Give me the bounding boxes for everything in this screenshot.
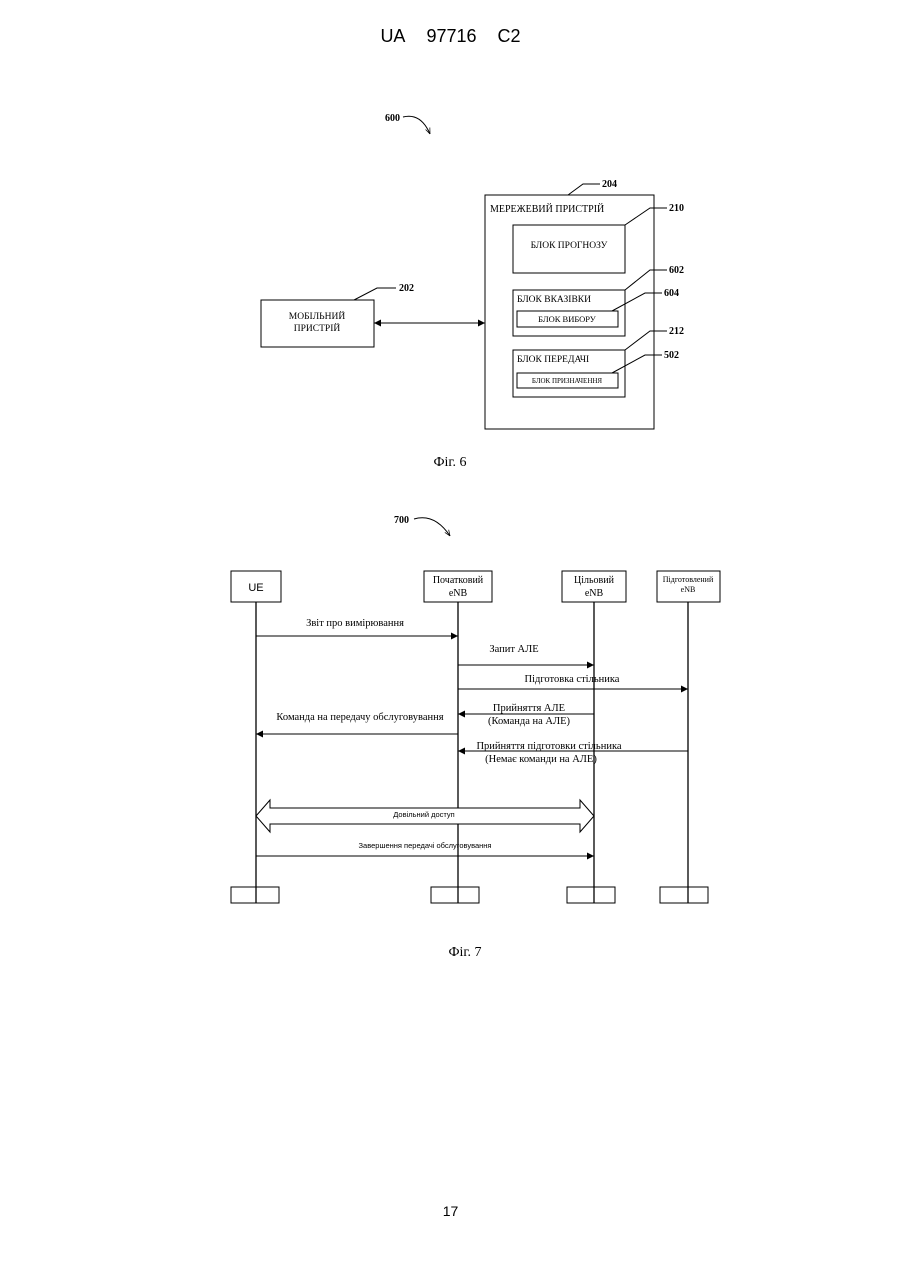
target-enb-label-line1: Цільовий <box>574 575 615 586</box>
ho-request-label: Запит АЛЕ <box>489 644 538 655</box>
ho-ack-label-line1: Прийняття АЛЕ <box>493 703 565 714</box>
mobile-device-ref: 202 <box>399 283 414 294</box>
forecast-block-leader <box>625 208 667 225</box>
prep-ack-label-line2: (Немає команди на АЛЕ) <box>485 754 597 765</box>
target-enb-end-box <box>567 887 615 903</box>
indication-block-label: БЛОК ВКАЗІВКИ <box>517 295 591 305</box>
cell-preparation-label: Підготовка стільника <box>525 674 620 685</box>
ho-complete-label: Завершення передачі обслуговування <box>359 841 492 850</box>
source-enb-label-line1: Початковий <box>433 575 484 586</box>
fig7-ref-arrow <box>414 518 450 536</box>
figure-7: 700 UE Початковий eNB Цільовий eNB Підго… <box>231 515 720 960</box>
measurement-report-label: Звіт про вимірювання <box>306 618 404 629</box>
prepared-enb-label-line2: eNB <box>681 585 696 594</box>
indication-block-leader <box>625 270 667 290</box>
fig6-caption: Фіг. 6 <box>433 455 466 470</box>
ho-command-label: Команда на передачу обслуговування <box>276 712 443 723</box>
assignment-block-label: БЛОК ПРИЗНАЧЕННЯ <box>532 377 603 385</box>
assignment-block-ref: 502 <box>664 350 679 361</box>
network-device-label: МЕРЕЖЕВИЙ ПРИСТРІЙ <box>490 203 604 215</box>
page-number: 17 <box>0 1203 901 1219</box>
figure-6: 600 МЕРЕЖЕВИЙ ПРИСТРІЙ 204 БЛОК ПРОГНОЗУ… <box>261 113 684 470</box>
target-enb-label-line2: eNB <box>585 588 604 599</box>
selection-block-ref: 604 <box>664 288 679 299</box>
fig7-caption: Фіг. 7 <box>448 945 481 960</box>
forecast-block-ref: 210 <box>669 203 684 214</box>
ue-end-box <box>231 887 279 903</box>
network-device-leader <box>568 184 600 195</box>
transmission-block-leader <box>625 331 667 350</box>
mobile-device-label-line1: МОБІЛЬНИЙ <box>289 310 346 322</box>
ho-ack-label-line2: (Команда на АЛЕ) <box>488 716 571 727</box>
forecast-block-label: БЛОК ПРОГНОЗУ <box>531 241 608 251</box>
mobile-device-leader <box>354 288 396 300</box>
transmission-block-label: БЛОК ПЕРЕДАЧІ <box>517 355 589 365</box>
ue-label: UE <box>248 582 263 594</box>
prepared-enb-label-line1: Підготовлений <box>663 575 714 584</box>
random-access-label: Довільний доступ <box>393 810 455 819</box>
indication-block-ref: 602 <box>669 265 684 276</box>
mobile-device-label-line2: ПРИСТРІЙ <box>294 322 341 334</box>
source-enb-label-line2: eNB <box>449 588 468 599</box>
fig6-ref-arrow <box>403 116 430 134</box>
prepared-enb-end-box <box>660 887 708 903</box>
source-enb-end-box <box>431 887 479 903</box>
network-device-box <box>485 195 654 429</box>
transmission-block-ref: 212 <box>669 326 684 337</box>
prep-ack-label-line1: Прийняття підготовки стільника <box>476 741 621 752</box>
fig6-ref: 600 <box>385 113 400 124</box>
selection-block-label: БЛОК ВИБОРУ <box>538 314 597 324</box>
network-device-ref: 204 <box>602 179 617 190</box>
fig7-ref: 700 <box>394 515 409 526</box>
